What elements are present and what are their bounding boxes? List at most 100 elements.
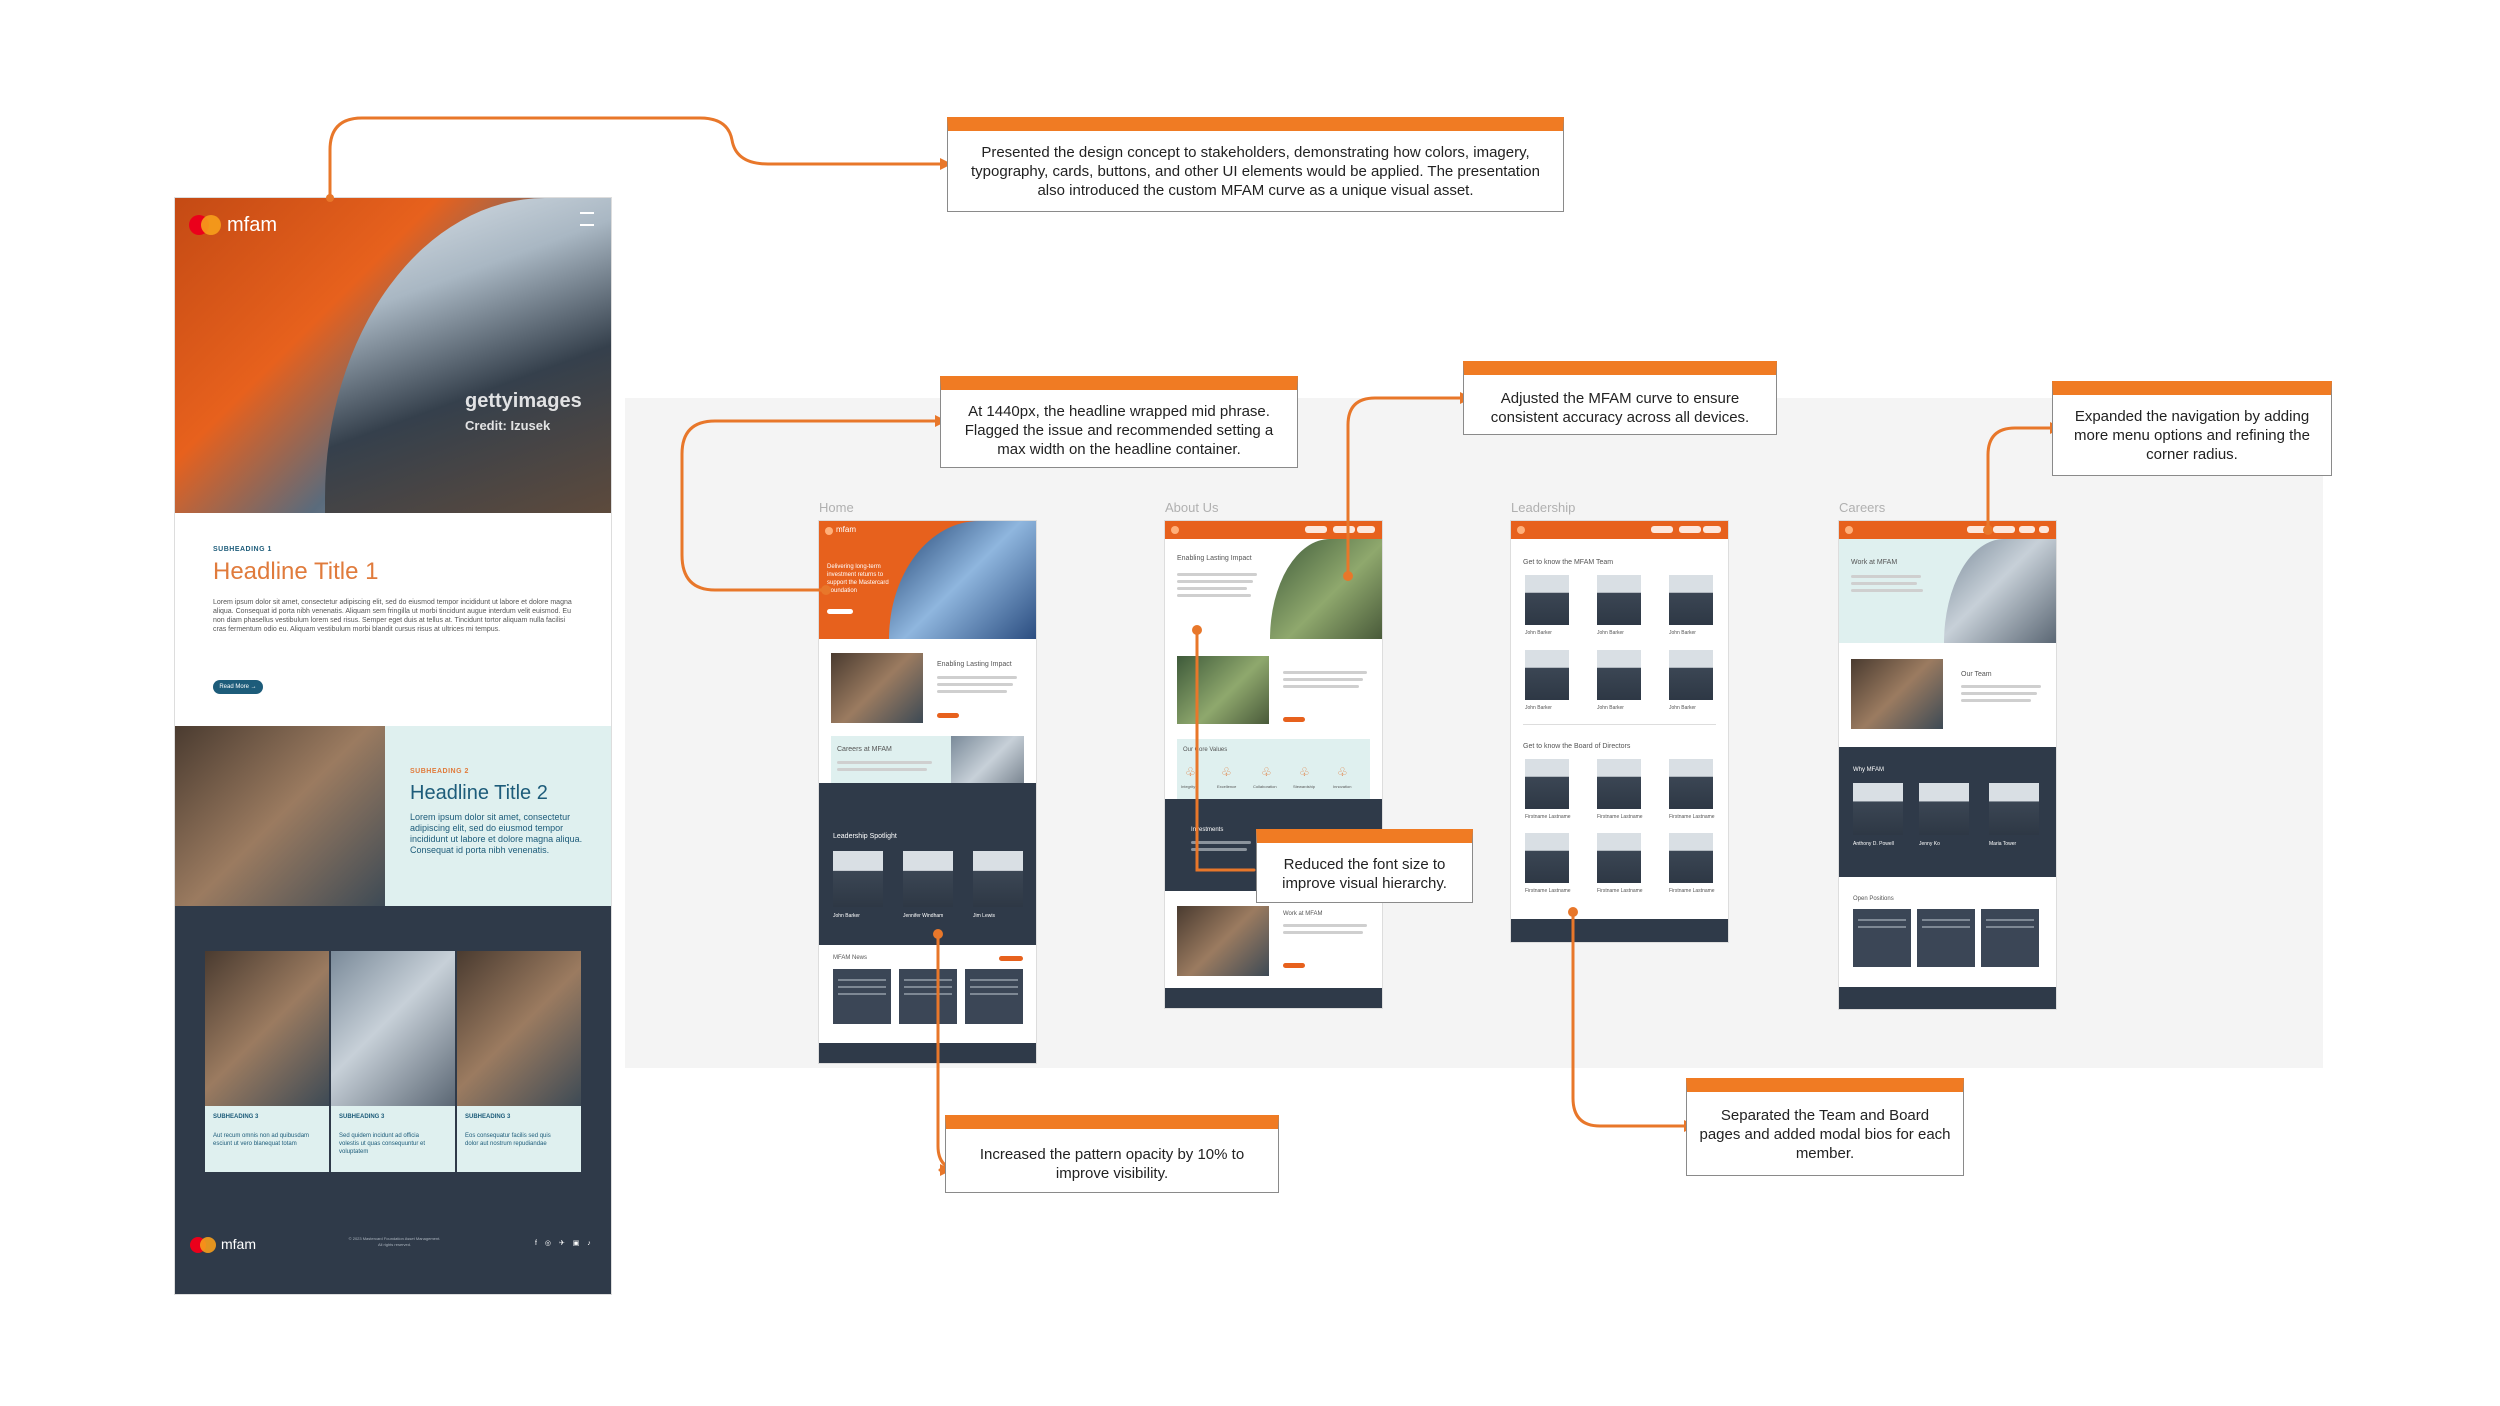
- callout-pattern: Increased the pattern opacity by 10% to …: [945, 1115, 1279, 1193]
- concept-logo[interactable]: mfam: [227, 214, 277, 236]
- home-leadership-title: Leadership Spotlight: [833, 833, 897, 840]
- section1-title: Headline Title 1: [213, 558, 379, 585]
- board-photo[interactable]: [1597, 833, 1641, 883]
- board-name: Firstname Lastname: [1669, 814, 1715, 820]
- careers-hero: Work at MFAM: [1839, 539, 2056, 643]
- news-card[interactable]: [899, 969, 957, 1024]
- about-work-photo: [1177, 906, 1269, 976]
- home-s1-title: Enabling Lasting Impact: [937, 661, 1012, 668]
- board-photo[interactable]: [1525, 759, 1569, 809]
- logo-mark-icon: [189, 214, 221, 238]
- section1-subheading: SUBHEADING 1: [213, 546, 272, 553]
- page-label-about: About Us: [1165, 500, 1219, 515]
- careers-hero-text: [1851, 589, 1923, 592]
- careers-team-title: Our Team: [1961, 671, 1992, 678]
- board-name: Firstname Lastname: [1525, 814, 1571, 820]
- value-label: Excellence: [1217, 784, 1237, 789]
- value-label: Stewardship: [1293, 784, 1316, 789]
- home-person-photo[interactable]: [833, 851, 883, 907]
- board-name: Firstname Lastname: [1669, 888, 1715, 894]
- home-logo[interactable]: mfam: [836, 525, 856, 534]
- section2-subheading: SUBHEADING 2: [410, 768, 469, 775]
- card2-photo: [331, 951, 455, 1106]
- team-name: John Barker: [1669, 630, 1696, 636]
- board-name: Firstname Lastname: [1597, 814, 1643, 820]
- board-name: Firstname Lastname: [1597, 888, 1643, 894]
- card2-body: Sed quidem incidunt ad officia volestis …: [339, 1133, 426, 1155]
- home-hero: mfam Delivering long-term investment ret…: [819, 521, 1036, 639]
- callout-curve: Adjusted the MFAM curve to ensure consis…: [1463, 361, 1777, 435]
- home-mockup: mfam Delivering long-term investment ret…: [819, 521, 1036, 1063]
- callout-navigation: Expanded the navigation by adding more m…: [2052, 381, 2332, 476]
- board-photo[interactable]: [1669, 833, 1713, 883]
- careers-person-name: Anthony D. Powell: [1853, 841, 1894, 847]
- home-news-title: MFAM News: [833, 955, 868, 961]
- about-section-photo: [1177, 656, 1269, 724]
- team-photo[interactable]: [1669, 575, 1713, 625]
- home-hero-text: Delivering long-term investment returns …: [827, 564, 889, 594]
- careers-person-photo[interactable]: [1919, 783, 1969, 835]
- section2: SUBHEADING 2 Headline Title 2 Lorem ipsu…: [175, 726, 611, 906]
- team-photo[interactable]: [1669, 650, 1713, 700]
- menu-icon[interactable]: [580, 212, 594, 226]
- social-icons[interactable]: f ◎ ✈ ▣ ♪: [535, 1240, 594, 1247]
- section2-photo: [175, 726, 385, 906]
- leadership-footer: [1511, 919, 1728, 942]
- position-card[interactable]: [1917, 909, 1975, 967]
- home-person-photo[interactable]: [903, 851, 953, 907]
- about-work-button[interactable]: [1283, 963, 1305, 968]
- about-work-title: Work at MFAM: [1283, 911, 1323, 917]
- team-photo[interactable]: [1525, 575, 1569, 625]
- home-footer: [819, 1043, 1036, 1063]
- news-card[interactable]: [965, 969, 1023, 1024]
- careers-team-photo: [1851, 659, 1943, 729]
- careers-why: Why MFAM Anthony D. Powell Jenny Ko Mari…: [1839, 747, 2056, 877]
- about-work-text: [1283, 931, 1363, 934]
- team-photo[interactable]: [1597, 575, 1641, 625]
- card2[interactable]: SUBHEADING 3 Sed quidem incidunt ad offi…: [331, 1106, 455, 1172]
- card2-subheading: SUBHEADING 3: [339, 1114, 385, 1120]
- about-values: Our Core Values ♧ ♧ ♧ ♧ ♧ Integrity Exce…: [1177, 739, 1370, 799]
- about-section-button[interactable]: [1283, 717, 1305, 722]
- home-s1-button[interactable]: [937, 713, 959, 718]
- footer-logo[interactable]: mfam: [221, 1236, 256, 1252]
- value-icon: ♧: [1185, 765, 1196, 779]
- section2-body: Lorem ipsum dolor sit amet, consectetur …: [410, 812, 583, 855]
- about-mockup: Enabling Lasting Impact Our Core Values …: [1165, 521, 1382, 1008]
- leadership-mockup: Get to know the MFAM Team John Barker Jo…: [1511, 521, 1728, 942]
- careers-person-photo[interactable]: [1853, 783, 1903, 835]
- home-logo-icon: [825, 527, 833, 535]
- home-hero-button[interactable]: [827, 609, 853, 614]
- page-label-careers: Careers: [1839, 500, 1886, 515]
- about-section-text: [1283, 671, 1367, 674]
- team-photo[interactable]: [1525, 650, 1569, 700]
- about-investments-text: [1191, 841, 1251, 844]
- careers-mockup: Work at MFAM Our Team Why MFAM Anthony D…: [1839, 521, 2056, 1009]
- read-more-button[interactable]: Read More →: [213, 680, 263, 694]
- home-s1-text: [937, 676, 1017, 679]
- board-photo[interactable]: [1525, 833, 1569, 883]
- careers-person-photo[interactable]: [1989, 783, 2039, 835]
- position-card[interactable]: [1981, 909, 2039, 967]
- about-hero-text: [1177, 580, 1253, 583]
- board-photo[interactable]: [1669, 759, 1713, 809]
- footer-logo-icon: [189, 1236, 219, 1259]
- home-news-button[interactable]: [999, 956, 1023, 961]
- about-section-text: [1283, 685, 1359, 688]
- careers-team-text: [1961, 699, 2031, 702]
- card1[interactable]: SUBHEADING 3 Aut recum omnis non ad quib…: [205, 1106, 329, 1172]
- home-person-photo[interactable]: [973, 851, 1023, 907]
- team-name: John Barker: [1525, 630, 1552, 636]
- team-name: John Barker: [1669, 705, 1696, 711]
- news-card[interactable]: [833, 969, 891, 1024]
- about-header: [1165, 521, 1382, 539]
- value-label: Innovation: [1333, 784, 1352, 789]
- card3[interactable]: SUBHEADING 3 Eos consequatur facilis sed…: [457, 1106, 581, 1172]
- board-photo[interactable]: [1597, 759, 1641, 809]
- about-investments-text: [1191, 848, 1247, 851]
- value-icon: ♧: [1337, 765, 1348, 779]
- card1-subheading: SUBHEADING 3: [213, 1114, 259, 1120]
- position-card[interactable]: [1853, 909, 1911, 967]
- team-photo[interactable]: [1597, 650, 1641, 700]
- concept-mockup: mfam gettyimages Credit: Izusek SUBHEADI…: [175, 198, 611, 1294]
